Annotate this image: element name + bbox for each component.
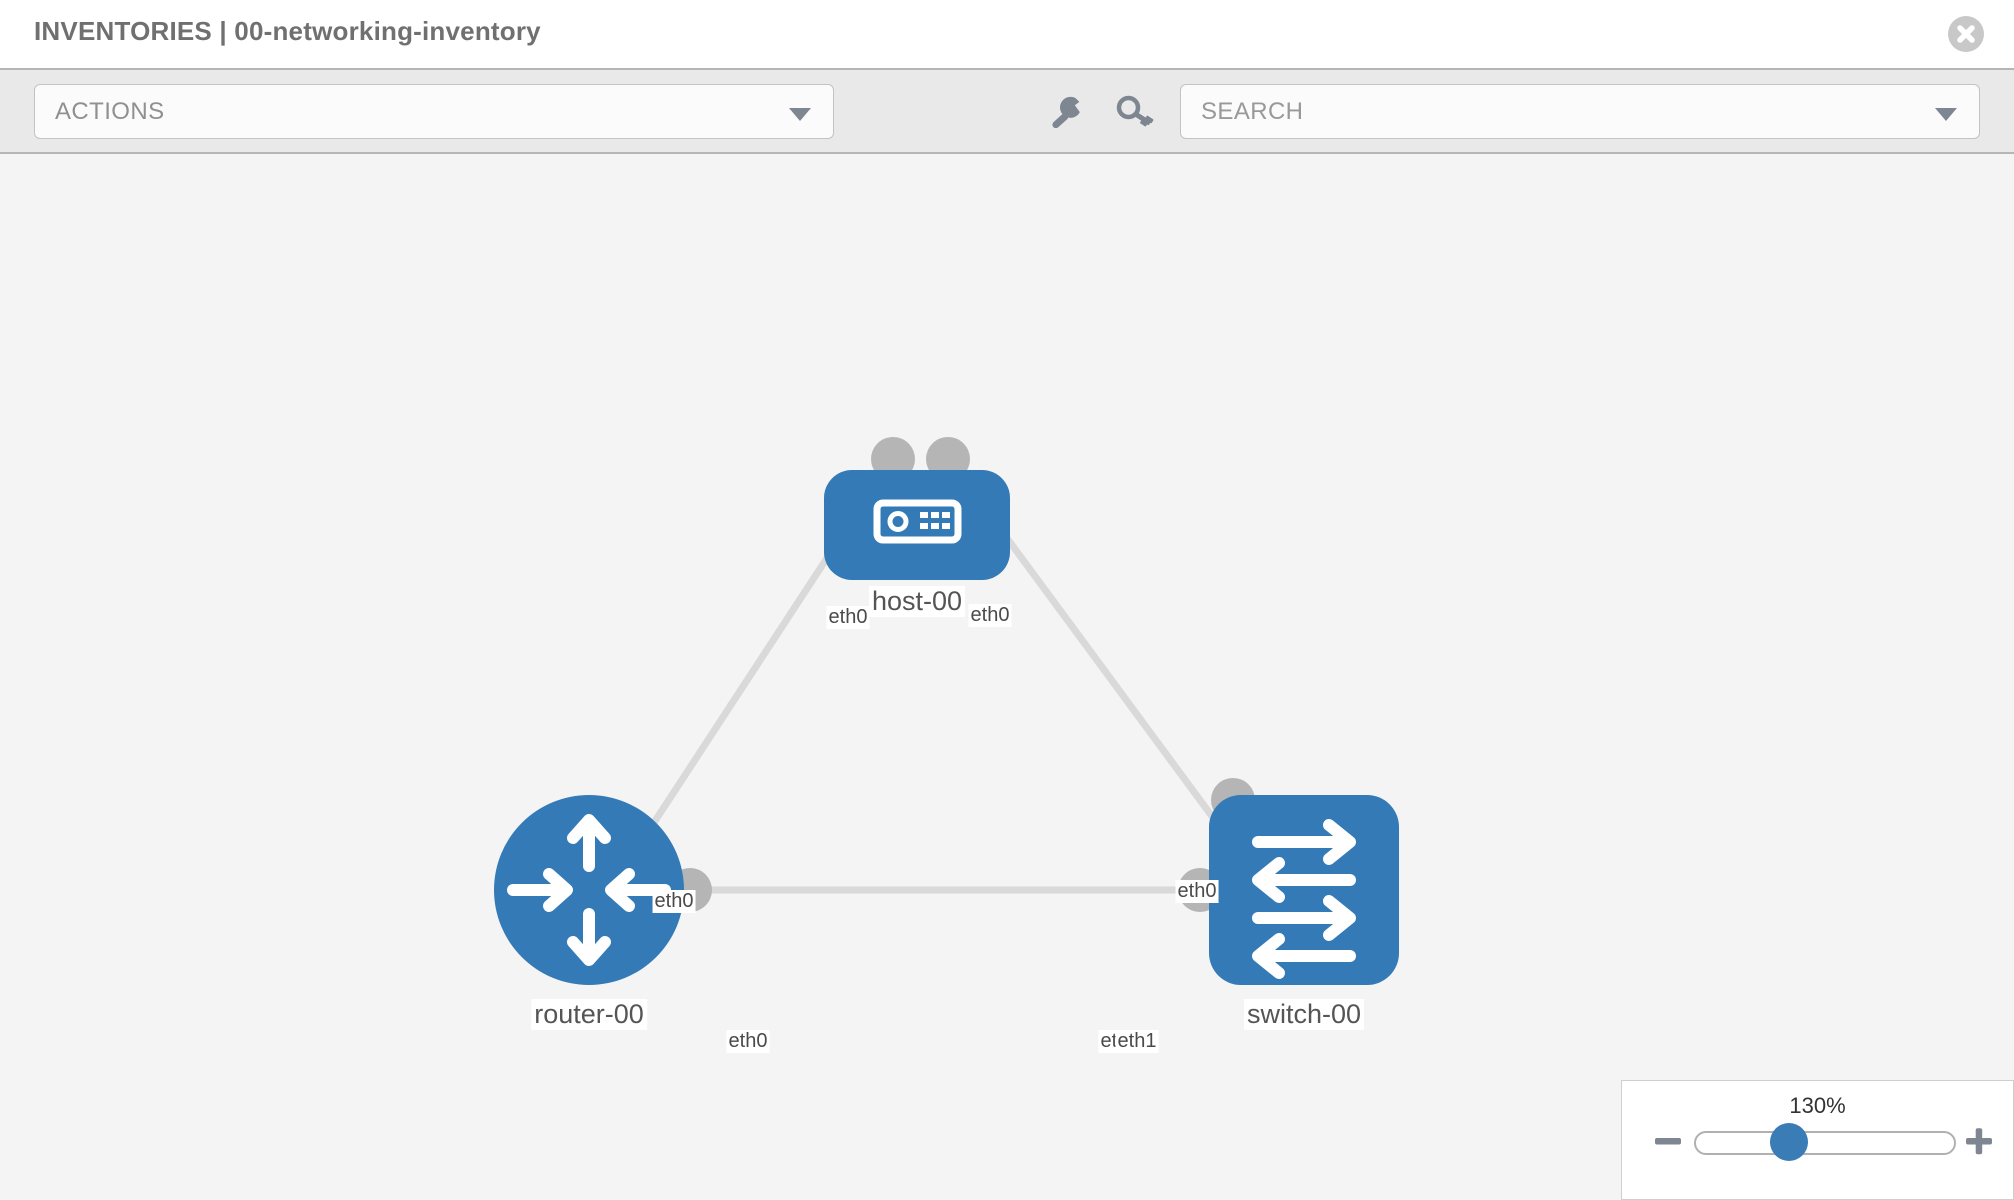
server-device-icon (873, 499, 962, 544)
page-header: INVENTORIES | 00-networking-inventory (0, 0, 2014, 68)
minus-icon[interactable] (1652, 1125, 1684, 1157)
iface-label-router00-eth0-up: eth0 (652, 890, 696, 913)
search-placeholder: SEARCH (1201, 98, 1304, 125)
search-input[interactable]: SEARCH (1180, 84, 1980, 139)
plus-icon[interactable] (1963, 1125, 1995, 1157)
chevron-down-icon[interactable] (1935, 108, 1957, 121)
actions-dropdown[interactable]: ACTIONS (34, 84, 834, 139)
node-label-host-00: host-00 (868, 586, 966, 617)
iface-label-host00-eth0-left: eth0 (826, 606, 870, 629)
iface-label-switch00-eth1-left: eth1 (1115, 1030, 1159, 1053)
node-label-switch-00: switch-00 (1243, 999, 1365, 1030)
node-label-router-00: router-00 (531, 999, 647, 1030)
switch-arrows-icon (1252, 819, 1356, 979)
topology-canvas[interactable]: host-00 router-00 switch-00 eth0 eth0 et… (0, 154, 2014, 1200)
toolbar: ACTIONS SEARCH (0, 68, 2014, 154)
iface-label-switch00-eth0-up: eth0 (1175, 880, 1219, 903)
iface-label-host00-eth0-right: eth0 (968, 604, 1012, 627)
close-icon[interactable] (1948, 16, 1984, 52)
node-host-00[interactable] (824, 470, 1010, 580)
four-arrows-icon (507, 814, 671, 966)
chevron-down-icon (789, 108, 811, 121)
zoom-level-value: 130% (1789, 1093, 1846, 1118)
topology-graph (494, 437, 1399, 985)
zoom-control-panel: 130% (1621, 1080, 2014, 1200)
zoom-slider-track[interactable] (1694, 1131, 1956, 1155)
node-router-00[interactable] (494, 795, 684, 985)
node-switch-00[interactable] (1209, 795, 1399, 985)
key-icon[interactable] (1113, 90, 1157, 134)
page-title: INVENTORIES | 00-networking-inventory (34, 16, 541, 46)
iface-label-router00-eth0-right: eth0 (726, 1030, 770, 1053)
actions-dropdown-label: ACTIONS (55, 98, 165, 125)
zoom-slider-thumb[interactable] (1770, 1123, 1808, 1161)
wrench-icon[interactable] (1043, 90, 1087, 134)
